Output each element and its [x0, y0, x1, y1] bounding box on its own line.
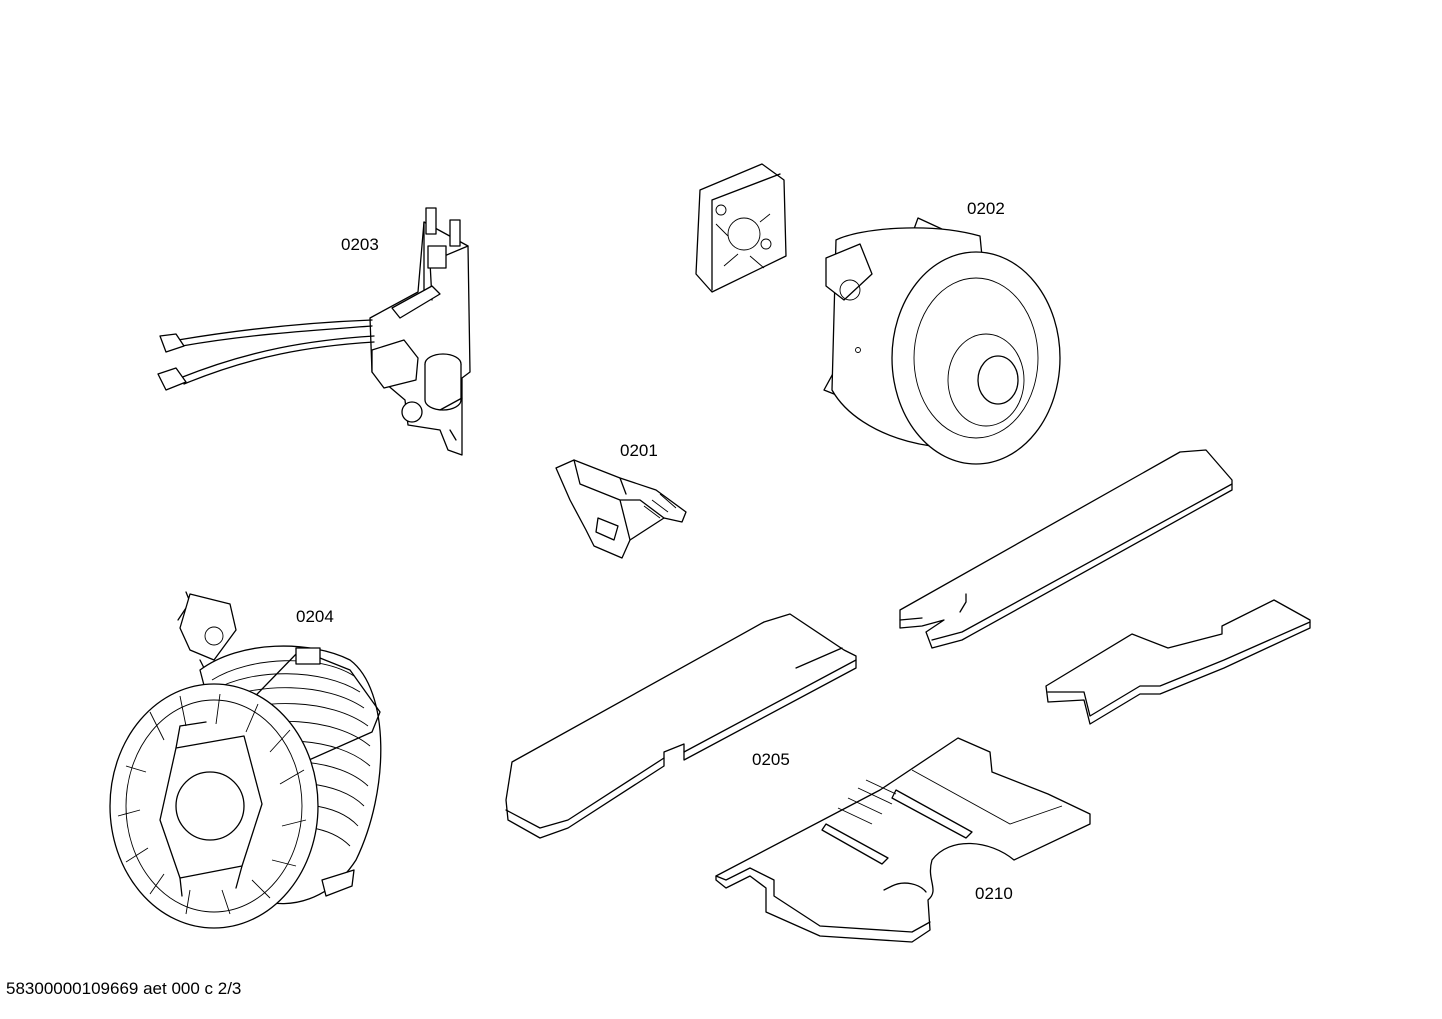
label-0201: 0201	[620, 441, 658, 460]
label-0203: 0203	[341, 235, 379, 254]
part-0201-clip[interactable]	[555, 459, 687, 559]
part-0203-control-board[interactable]	[157, 207, 471, 456]
label-0205: 0205	[752, 750, 790, 769]
label-0204: 0204	[296, 607, 334, 626]
part-0202-motor[interactable]	[695, 163, 1061, 465]
label-0202: 0202	[967, 199, 1005, 218]
document-code: 58300000109669 aet 000 c 2/3	[6, 979, 242, 998]
part-0204-cable-reel[interactable]	[109, 591, 382, 929]
label-0210: 0210	[975, 884, 1013, 903]
part-0210-base-plate[interactable]	[715, 737, 1091, 943]
part-0205-filter-pads[interactable]	[505, 449, 1311, 839]
